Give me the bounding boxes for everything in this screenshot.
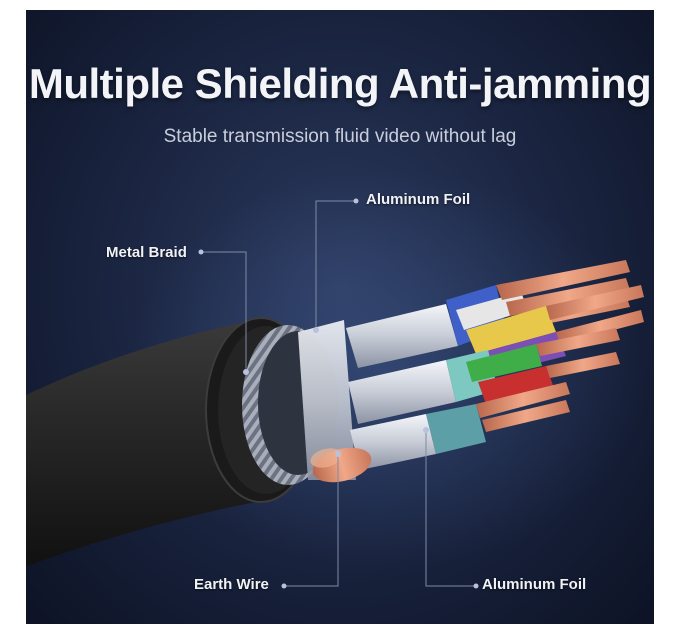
headline: Multiple Shielding Anti-jamming bbox=[28, 60, 652, 107]
callout-aluminum-foil-bottom: Aluminum Foil bbox=[482, 576, 587, 593]
subheadline: Stable transmission fluid video without … bbox=[163, 126, 517, 147]
callout-aluminum-foil-top: Aluminum Foil bbox=[366, 191, 471, 208]
leader-dots bbox=[198, 198, 479, 589]
cable-illustration bbox=[26, 170, 646, 589]
product-banner: Multiple Shielding Anti-jamming Stable t… bbox=[26, 10, 654, 624]
callout-earth-wire: Earth Wire bbox=[194, 576, 269, 593]
leader-lines bbox=[201, 200, 476, 587]
callout-metal-braid: Metal Braid bbox=[106, 244, 187, 261]
